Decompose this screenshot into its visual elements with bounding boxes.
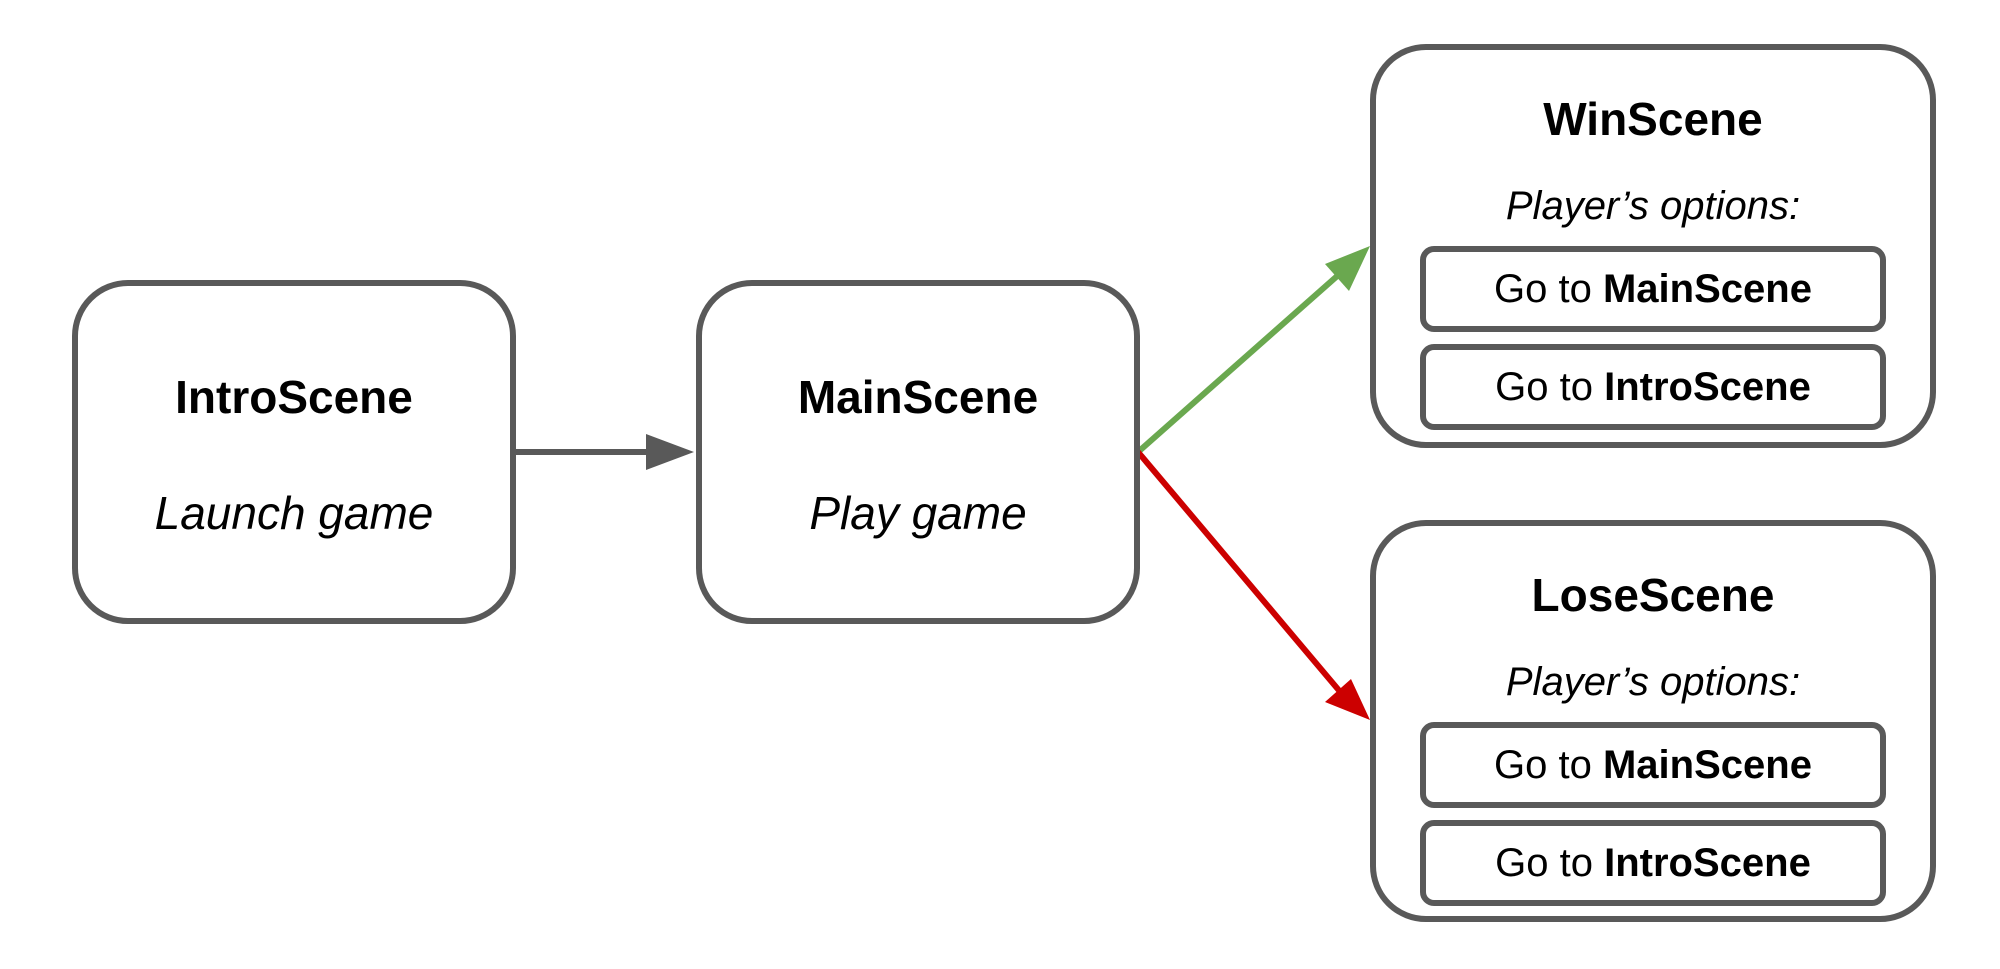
lose-scene-node: LoseScene Player’s options: Go to MainSc… — [1370, 520, 1936, 922]
win-option-main-target: MainScene — [1602, 267, 1812, 311]
arrowhead-main-to-win — [1325, 246, 1370, 291]
lose-option-main-target: MainScene — [1602, 743, 1812, 787]
main-scene-description: Play game — [809, 487, 1027, 539]
main-scene-title: MainScene — [797, 371, 1039, 423]
lose-option-intro-prefix: Go to — [1495, 841, 1605, 885]
lose-scene-title: LoseScene — [1531, 569, 1775, 621]
arrowhead-main-to-lose — [1325, 679, 1370, 720]
main-scene-node: MainScene Play game — [696, 280, 1140, 624]
win-option-intro-target: IntroScene — [1604, 365, 1811, 409]
lose-option-intro-target: IntroScene — [1604, 841, 1811, 885]
win-scene-title: WinScene — [1543, 93, 1763, 145]
win-options-label: Player’s options: — [1505, 184, 1801, 228]
win-option-main: Go to MainScene — [1420, 246, 1886, 332]
intro-scene-node: IntroScene Launch game — [72, 280, 516, 624]
lose-options-label: Player’s options: — [1505, 660, 1801, 704]
lose-option-main: Go to MainScene — [1420, 722, 1886, 808]
win-scene-node: WinScene Player’s options: Go to MainSce… — [1370, 44, 1936, 448]
edge-main-to-win — [1136, 267, 1346, 455]
lose-option-intro: Go to IntroScene — [1420, 820, 1886, 906]
win-option-intro: Go to IntroScene — [1420, 344, 1886, 430]
win-option-main-prefix: Go to — [1494, 267, 1603, 311]
win-option-intro-prefix: Go to — [1495, 365, 1605, 409]
lose-option-main-prefix: Go to — [1494, 743, 1603, 787]
arrowhead-intro-to-main — [646, 434, 694, 470]
edge-main-to-lose — [1135, 450, 1345, 696]
intro-scene-description: Launch game — [154, 487, 434, 539]
intro-scene-title: IntroScene — [175, 371, 413, 423]
